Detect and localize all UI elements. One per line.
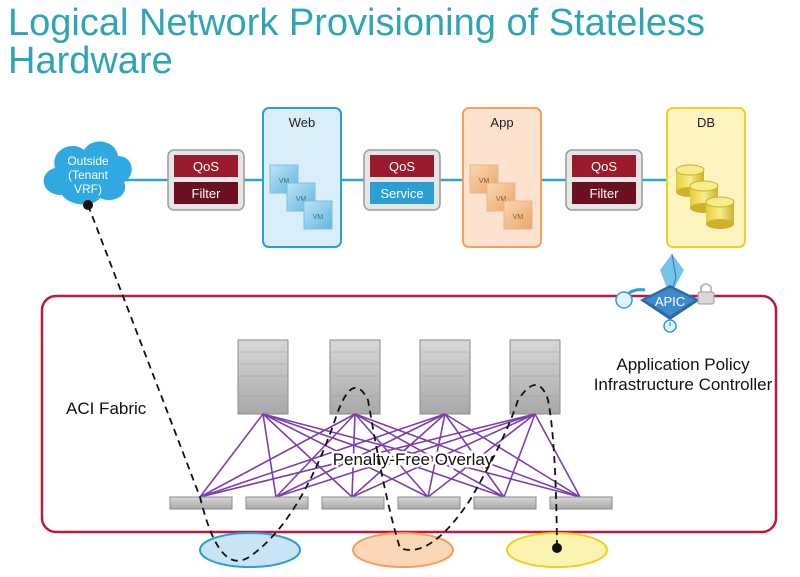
leaf-switch: [321, 496, 385, 510]
vm-label: VM: [513, 214, 524, 221]
web-tier: Web VM VM VM: [262, 107, 342, 248]
overlay-label: Penalty-Free Overlay: [333, 450, 494, 469]
path-start-dot: [83, 200, 93, 210]
policy-box-3: QoS Filter: [565, 149, 643, 211]
lock-icon: [697, 283, 715, 305]
vm-label: VM: [296, 196, 307, 203]
apic-caption-2: Infrastructure Controller: [594, 375, 773, 394]
apic-icon: APIC: [615, 253, 715, 333]
apic-badge: APIC: [655, 294, 685, 309]
spine-switches: [237, 339, 561, 415]
database-icon: [675, 164, 735, 229]
db-tier: DB: [666, 107, 746, 248]
leaf-switch: [473, 496, 537, 510]
cloud-icon: [43, 141, 132, 205]
vm-label: VM: [313, 214, 324, 221]
spine-switch: [329, 339, 381, 415]
traffic-path: [87, 204, 558, 562]
leaf-switch: [245, 496, 309, 510]
outside-label-2: (Tenant: [68, 168, 109, 182]
outside-label-3: VRF): [74, 182, 102, 196]
policy-box-1: QoS Filter: [167, 149, 245, 211]
gauge-icon: [615, 291, 633, 309]
policy-1-top: QoS: [193, 159, 219, 174]
policy-2-top: QoS: [389, 159, 415, 174]
aci-fabric-boundary: [40, 294, 778, 534]
spine-switch: [237, 339, 289, 415]
path-end-dot: [552, 543, 562, 553]
vm-stack-app: VM VM VM: [469, 164, 533, 230]
outside-label-1: Outside: [67, 154, 109, 168]
vm-label: VM: [279, 178, 290, 185]
title-line-2: Hardware: [8, 40, 173, 82]
apic-caption-1: Application Policy: [616, 355, 750, 374]
spine-switch: [419, 339, 471, 415]
app-label: App: [490, 115, 513, 130]
db-label: DB: [697, 115, 715, 130]
page-title: Logical Network Provisioning of Stateles…: [8, 4, 708, 80]
web-label: Web: [289, 115, 316, 130]
vm-stack-web: VM VM VM: [269, 164, 333, 230]
leaf-switches: [169, 496, 613, 510]
app-tier: App VM VM VM: [462, 107, 542, 248]
title-line-1: Logical Network Provisioning of Stateles…: [8, 2, 706, 44]
vm-label: VM: [496, 196, 507, 203]
fabric-mesh: [199, 413, 581, 498]
endpoint-group-web: [199, 532, 301, 568]
policy-2-bottom: Service: [380, 186, 423, 201]
outside-cloud: Outside (Tenant VRF): [43, 141, 132, 205]
endpoint-group-app: [352, 532, 454, 568]
leaf-switch: [397, 496, 461, 510]
policy-3-bottom: Filter: [590, 186, 620, 201]
policy-1-bottom: Filter: [192, 186, 222, 201]
policy-3-top: QoS: [591, 159, 617, 174]
leaf-switch: [549, 496, 613, 510]
policy-box-2: QoS Service: [363, 149, 441, 211]
aci-fabric-label: ACI Fabric: [66, 399, 147, 418]
vm-label: VM: [479, 178, 490, 185]
